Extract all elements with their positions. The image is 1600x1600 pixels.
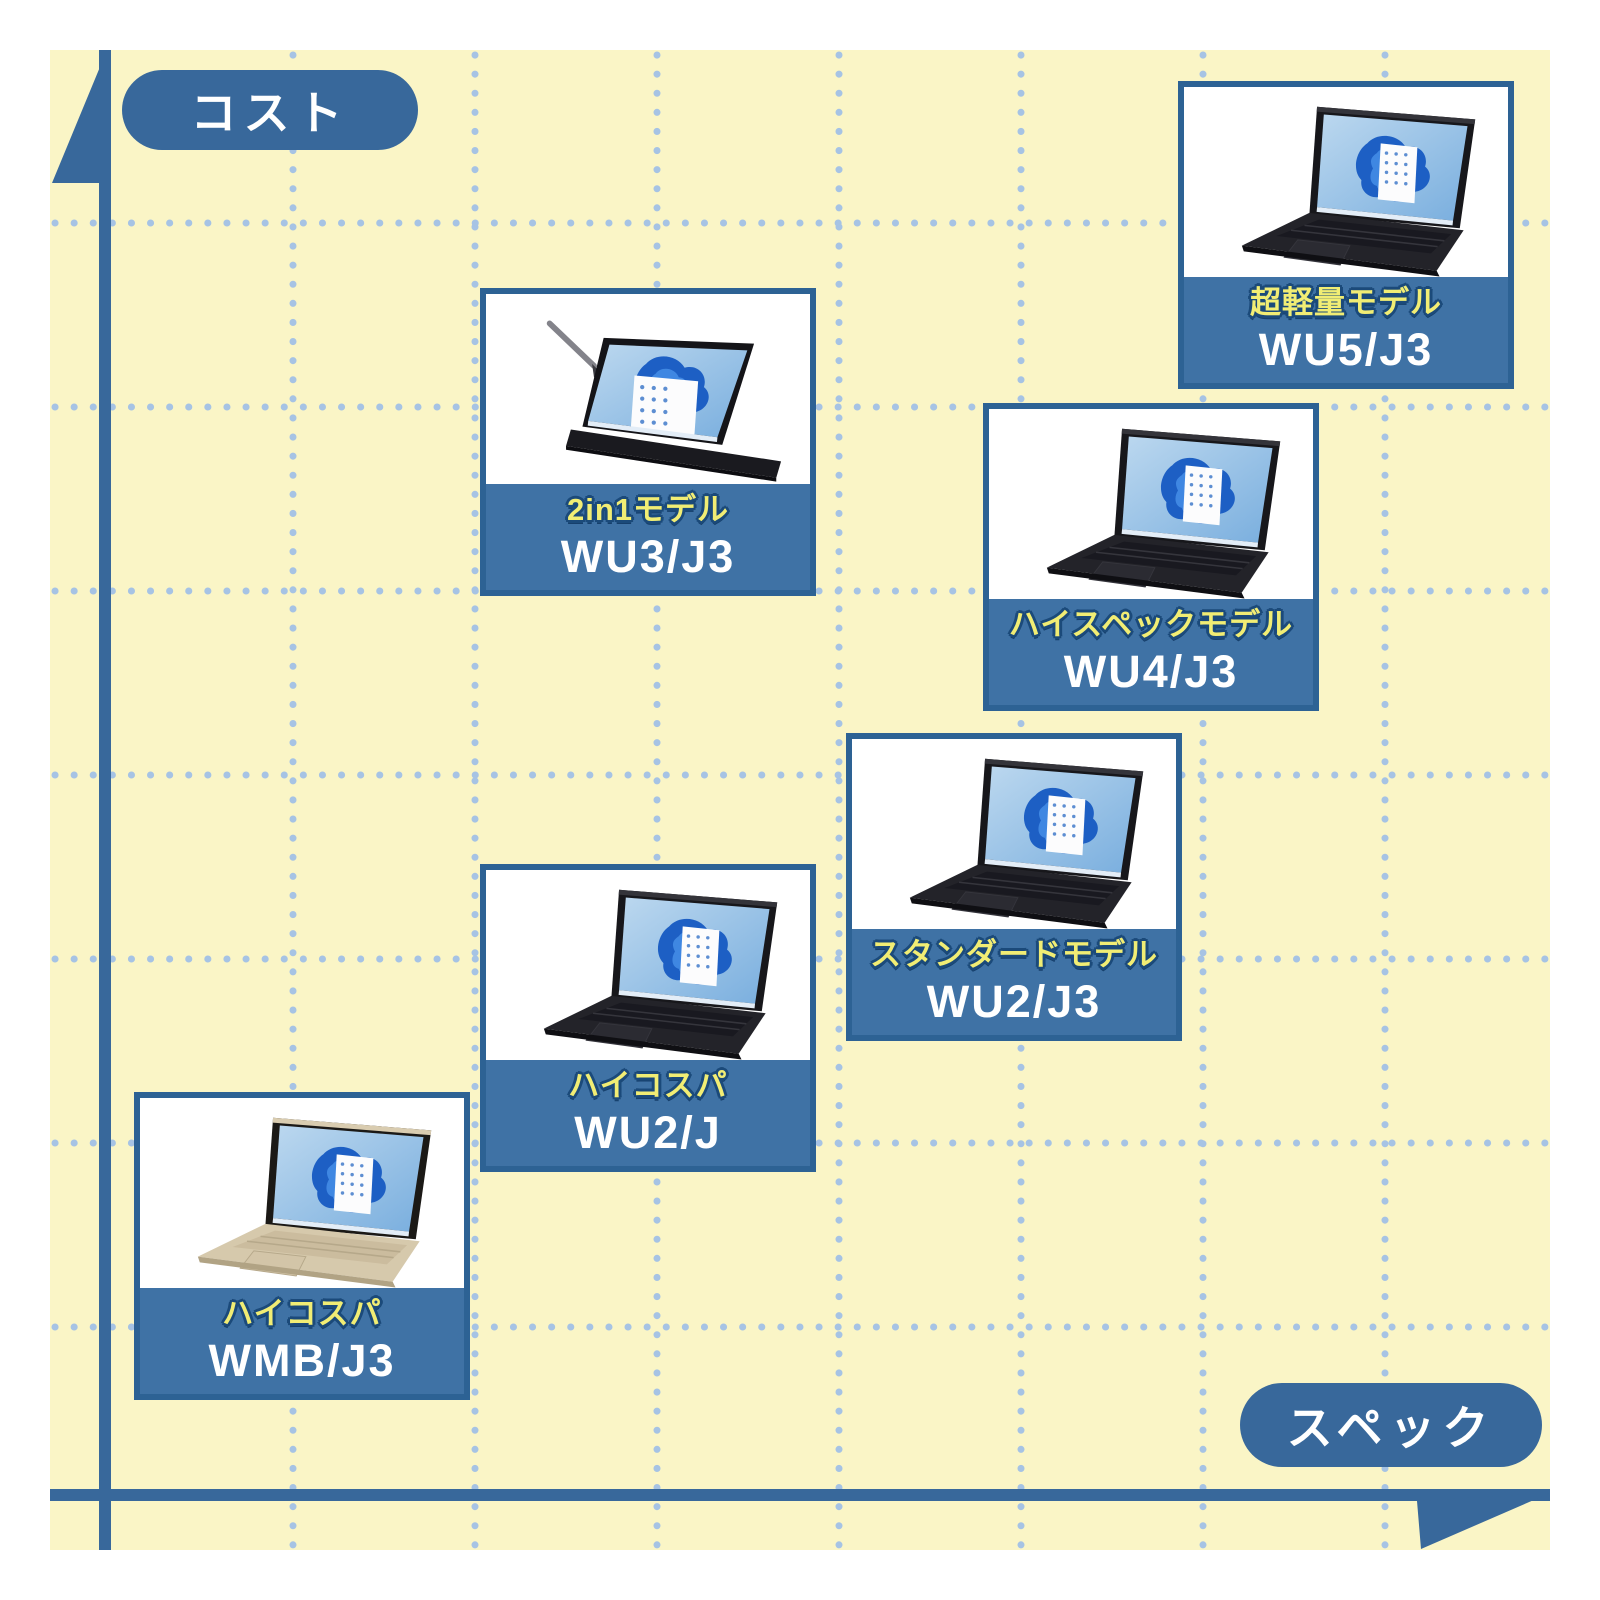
- laptop-illustration: [197, 1117, 432, 1288]
- x-axis-line: [50, 1489, 1550, 1501]
- product-card-wu4-j3: ハイスペックモデル WU4/J3: [983, 403, 1319, 711]
- product-model: WU2/J3: [926, 976, 1102, 1027]
- product-card-wu5-j3: 超軽量モデル WU5/J3: [1178, 81, 1514, 389]
- laptop-image: [486, 294, 810, 484]
- laptop-image: [989, 409, 1313, 599]
- laptop-illustration: [1241, 106, 1476, 277]
- product-label: スタンダードモデル WU2/J3: [852, 929, 1176, 1035]
- laptop-image: [1184, 87, 1508, 277]
- product-type: ハイコスパ: [568, 1068, 728, 1103]
- laptop-illustration: [543, 889, 778, 1060]
- product-card-wu2-j: ハイコスパ WU2/J: [480, 864, 816, 1172]
- product-card-wmb-j3: ハイコスパ WMB/J3: [134, 1092, 470, 1400]
- laptop-image: [852, 739, 1176, 929]
- product-type: ハイスペックモデル: [1008, 607, 1294, 642]
- product-model: WU4/J3: [1063, 646, 1239, 697]
- product-label: ハイスペックモデル WU4/J3: [989, 599, 1313, 705]
- x-axis-label: スペック: [1286, 1402, 1496, 1454]
- y-axis-label: コスト: [190, 87, 350, 139]
- product-type: スタンダードモデル: [870, 937, 1158, 972]
- laptop-image: [140, 1098, 464, 1288]
- product-label: 超軽量モデル WU5/J3: [1184, 277, 1508, 383]
- product-card-wu3-j3: 2in1モデル WU3/J3: [480, 288, 816, 596]
- product-label: ハイコスパ WU2/J: [486, 1060, 810, 1166]
- chart-canvas: コスト スペック 超軽量モデル WU5/J3 2in1モデル WU3/J3 ハイ…: [50, 50, 1550, 1550]
- stylus-icon: [546, 320, 597, 369]
- laptop-illustration: [909, 758, 1144, 929]
- product-label: ハイコスパ WMB/J3: [140, 1288, 464, 1394]
- product-label: 2in1モデル WU3/J3: [486, 484, 810, 590]
- y-axis-label-pill: コスト: [122, 70, 418, 150]
- product-card-wu2-j3: スタンダードモデル WU2/J3: [846, 733, 1182, 1041]
- convertible-laptop-with-stylus-illustration: [546, 320, 782, 482]
- y-axis-arrow: [52, 50, 107, 183]
- laptop-illustration: [1046, 428, 1281, 599]
- product-type: ハイコスパ: [222, 1296, 382, 1331]
- x-axis-label-pill: スペック: [1240, 1383, 1542, 1467]
- laptop-image: [486, 870, 810, 1060]
- product-model: WMB/J3: [208, 1335, 396, 1386]
- product-model: WU5/J3: [1258, 324, 1434, 375]
- product-model: WU2/J: [574, 1107, 722, 1158]
- x-axis-arrow: [1417, 1493, 1550, 1549]
- product-type: 超軽量モデル: [1250, 285, 1442, 320]
- product-model: WU3/J3: [560, 531, 736, 582]
- product-type: 2in1モデル: [566, 492, 730, 527]
- y-axis-line: [99, 50, 111, 1550]
